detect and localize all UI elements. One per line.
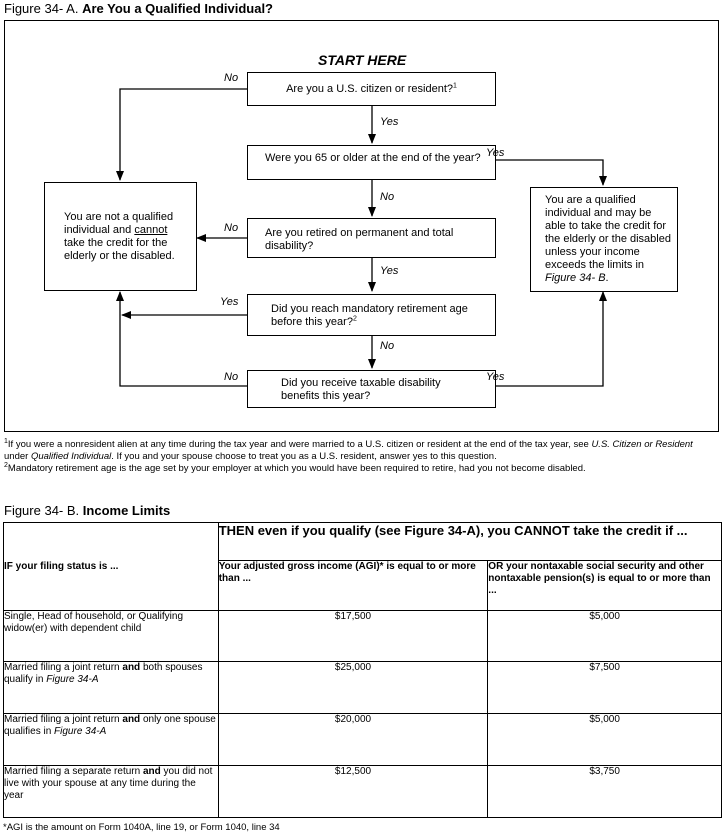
label-q1-yes: Yes xyxy=(380,116,399,128)
filing-status-and: and xyxy=(122,714,141,725)
figure-a-title: Figure 34- A. Are You a Qualified Indivi… xyxy=(4,1,273,16)
filing-status-cell: Married filing a separate return and you… xyxy=(3,765,219,818)
filing-status-cell: Married filing a joint return and both s… xyxy=(3,661,219,714)
label-q2-no: No xyxy=(380,191,395,203)
figure-b-heading: Income Limits xyxy=(82,503,171,518)
if-filing-status-header: IF your filing status is ... xyxy=(3,522,219,611)
label-q5-no: No xyxy=(224,371,239,383)
filing-status-and: and xyxy=(122,662,141,673)
footnote-2-marker: 2 xyxy=(4,461,8,469)
figure-a-heading: Are You a Qualified Individual? xyxy=(82,1,273,16)
filing-status-and: and xyxy=(142,766,161,777)
footnote-1-text-end: . If you and your spouse choose to treat… xyxy=(111,450,497,462)
footnote-1-marker: 1 xyxy=(4,437,8,445)
label-q3-no: No xyxy=(224,222,239,234)
not-qualified-text-end: take the credit for the elderly or the d… xyxy=(64,237,175,262)
label-q5-yes: Yes xyxy=(486,371,505,383)
arrow-q5-yes xyxy=(496,291,607,387)
arrow-q5-no xyxy=(116,291,247,387)
figure-a-number: Figure 34- A. xyxy=(4,1,79,16)
arrow-q2-yes xyxy=(496,159,607,186)
label-q2-yes: Yes xyxy=(486,147,505,159)
question-citizen: Are you a U.S. citizen or resident?1 xyxy=(247,72,496,106)
figure-b-title: Figure 34- B. Income Limits xyxy=(4,503,170,518)
label-q1-no: No xyxy=(224,72,239,84)
footnote-1: 1If you were a nonresident alien at any … xyxy=(4,437,719,462)
footnote-1-text: If you were a nonresident alien at any t… xyxy=(7,439,592,450)
filing-status-text: Married filing a joint return xyxy=(4,662,123,673)
table-row: Married filing a joint return and both s… xyxy=(3,661,722,714)
start-here-label: START HERE xyxy=(318,52,407,68)
nontaxable-limit-cell: $5,000 xyxy=(487,713,722,766)
agi-limit-cell: $20,000 xyxy=(217,713,489,766)
nontaxable-limit-cell: $5,000 xyxy=(487,610,722,662)
figure-34a-reference: Figure 34-A xyxy=(46,674,99,685)
filing-status-text-cont: both spouses qualify in xyxy=(4,662,203,685)
question-retired-disability: Are you retired on permanent and total d… xyxy=(247,218,496,258)
nontaxable-limit-cell: $3,750 xyxy=(487,765,722,818)
footnote-1-ref-qualified: Qualified Individual xyxy=(30,450,112,462)
filing-status-text: Married filing a joint return xyxy=(4,714,123,725)
question-retired-disability-text: Are you retired on permanent and total d… xyxy=(265,227,454,252)
agi-limit-cell: $12,500 xyxy=(217,765,489,818)
question-citizen-text: Are you a U.S. citizen or resident? xyxy=(286,82,453,95)
label-q4-no: No xyxy=(380,340,395,352)
then-header: THEN even if you qualify (see Figure 34-… xyxy=(217,522,723,561)
question-mandatory-retirement-text: Did you reach mandatory retirement age b… xyxy=(271,303,468,328)
filing-status-cell: Married filing a joint return and only o… xyxy=(3,713,219,766)
filing-status-text-cont: you did not live with your spouse at any… xyxy=(4,766,213,801)
qualified-result: You are a qualified individual and may b… xyxy=(530,187,678,292)
figure-34a-reference: Figure 34-A xyxy=(54,726,107,737)
question-taxable-disability-text: Did you receive taxable disability benef… xyxy=(281,377,441,402)
agi-footnote: *AGI is the amount on Form 1040A, line 1… xyxy=(3,822,280,833)
label-q4-yes: Yes xyxy=(220,296,239,308)
footnote-1-ref-citizen: U.S. Citizen or Resident xyxy=(591,439,693,450)
figure-b-number: Figure 34- B. xyxy=(4,503,80,518)
nontaxable-column-header: OR your nontaxable social security and o… xyxy=(487,560,722,611)
footnote-1-under: under xyxy=(4,450,31,462)
filing-status-cell: Single, Head of household, or Qualifying… xyxy=(3,610,219,662)
income-limits-table: IF your filing status is ... THEN even i… xyxy=(3,522,723,818)
qualified-text: You are a qualified individual and may b… xyxy=(545,194,671,271)
not-qualified-result: You are not a qualified individual and c… xyxy=(44,182,197,291)
filing-status-text: Single, Head of household, or Qualifying… xyxy=(4,611,184,634)
question-mandatory-retirement: Did you reach mandatory retirement age b… xyxy=(247,294,496,336)
cannot-emphasis: cannot xyxy=(134,224,168,236)
agi-limit-cell: $17,500 xyxy=(217,610,489,662)
table-row: Married filing a separate return and you… xyxy=(3,765,722,818)
footnote-ref-1: 1 xyxy=(453,81,457,89)
table-row: Married filing a joint return and only o… xyxy=(3,713,722,766)
footnote-2-text: Mandatory retirement age is the age set … xyxy=(7,463,586,474)
question-age-65-text: Were you 65 or older at the end of the y… xyxy=(265,152,481,164)
footnote-ref-2: 2 xyxy=(352,315,357,323)
arrow-q1-no xyxy=(116,88,247,181)
filing-status-text: Married filing a separate return xyxy=(4,766,143,777)
not-qualified-text: You are not a qualified individual and xyxy=(64,211,174,236)
qualified-text-end: . xyxy=(605,272,609,284)
table-row: Single, Head of household, or Qualifying… xyxy=(3,610,722,662)
question-taxable-disability: Did you receive taxable disability benef… xyxy=(247,370,496,408)
agi-limit-cell: $25,000 xyxy=(217,661,489,714)
table-header-row: IF your filing status is ... THEN even i… xyxy=(3,522,723,611)
question-age-65: Were you 65 or older at the end of the y… xyxy=(247,145,496,180)
agi-column-header: Your adjusted gross income (AGI)* is equ… xyxy=(217,560,489,611)
flowchart-arrows xyxy=(116,88,607,387)
filing-status-text-cont: only one spouse qualifies in xyxy=(4,714,216,737)
footnote-2: 2Mandatory retirement age is the age set… xyxy=(4,461,719,475)
label-q3-yes: Yes xyxy=(380,265,399,277)
nontaxable-limit-cell: $7,500 xyxy=(487,661,722,714)
figure-34b-reference: Figure 34- B xyxy=(545,272,606,284)
flowchart-frame xyxy=(4,20,719,432)
